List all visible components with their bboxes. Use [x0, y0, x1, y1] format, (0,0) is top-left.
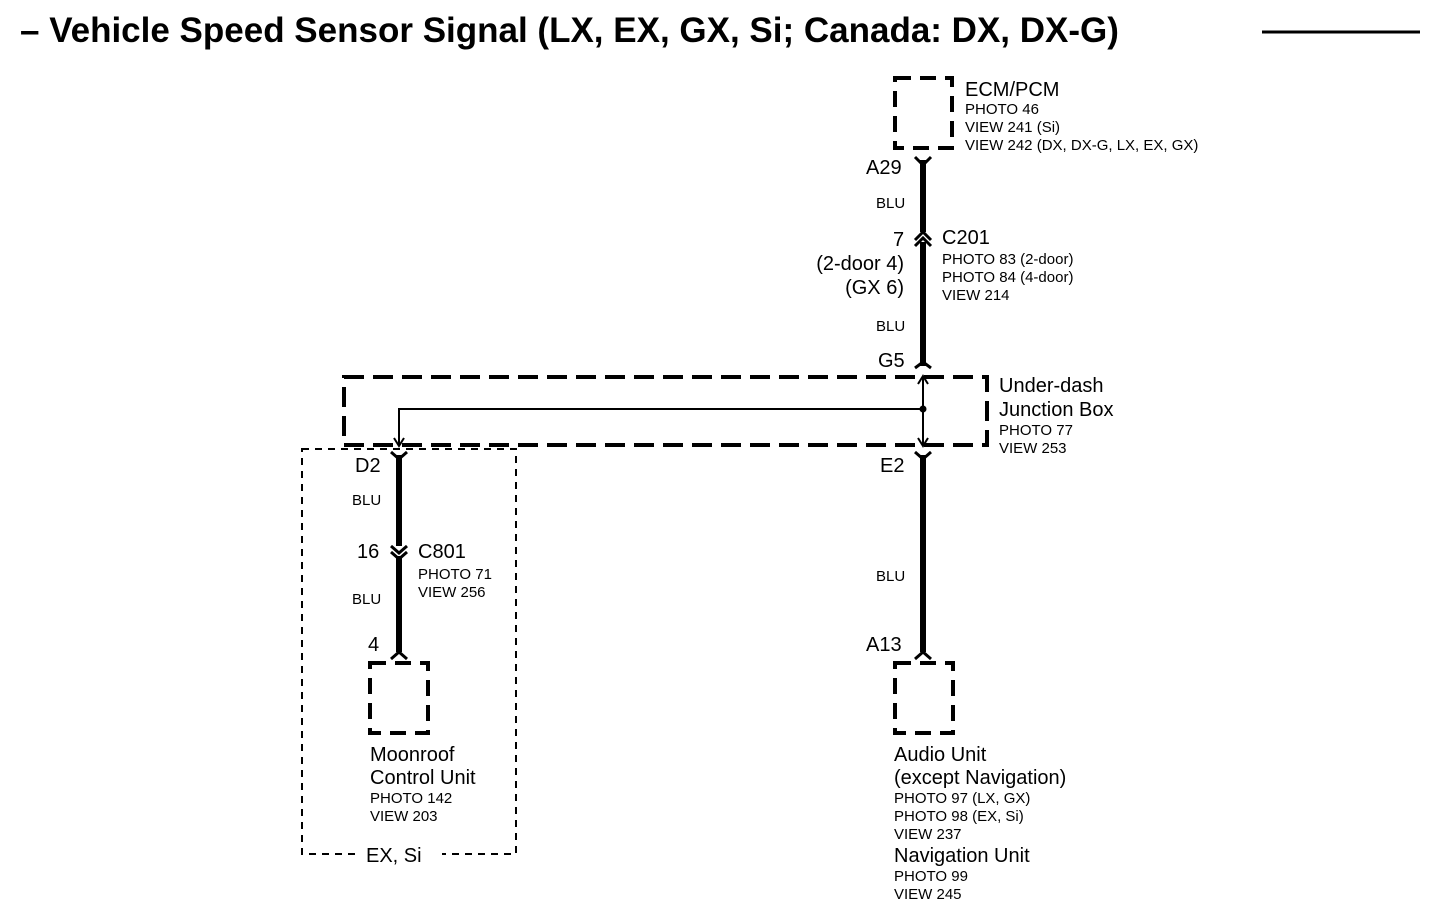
junction-box-label-1: Under-dash — [999, 375, 1104, 397]
junction-arrow-e2 — [917, 437, 929, 448]
junction-box-label-2: Junction Box — [999, 399, 1114, 421]
c201-view: VIEW 214 — [942, 287, 1010, 304]
wire-color-ecm-c201: BLU — [876, 195, 905, 212]
audio-photo-1: PHOTO 97 (LX, GX) — [894, 790, 1030, 807]
moonroof-view: VIEW 203 — [370, 808, 438, 825]
audio-unit-box — [893, 661, 955, 735]
c801-label: C801 — [418, 541, 466, 563]
moonroof-photo: PHOTO 142 — [370, 790, 452, 807]
wire-color-c801-moonroof: BLU — [352, 591, 381, 608]
moonroof-control-unit-box — [368, 661, 430, 735]
c201-pin: 7 — [893, 229, 904, 251]
audio-terminal — [914, 650, 932, 661]
junction-box-outline — [342, 375, 989, 447]
c201-photo-2: PHOTO 84 (4-door) — [942, 269, 1073, 286]
c801-view: VIEW 256 — [418, 584, 486, 601]
navigation-unit-label: Navigation Unit — [894, 845, 1030, 867]
wire-color-d2-c801: BLU — [352, 492, 381, 509]
c201-pin-2door: (2-door 4) — [816, 253, 904, 275]
audio-pin-a13: A13 — [866, 634, 902, 656]
junction-pin-d2: D2 — [355, 455, 381, 477]
junction-arrow-top — [917, 374, 929, 385]
audio-label-1: Audio Unit — [894, 744, 987, 766]
c201-pin-gx: (GX 6) — [845, 277, 904, 299]
wire-color-e2-audio: BLU — [876, 568, 905, 585]
c201-label: C201 — [942, 227, 990, 249]
junction-arrow-d2 — [393, 437, 405, 448]
c801-pin: 16 — [357, 541, 379, 563]
moonroof-label-1: Moonroof — [370, 744, 455, 766]
navigation-view: VIEW 245 — [894, 886, 962, 903]
ecm-pcm-label: ECM/PCM — [965, 79, 1059, 101]
g5-terminal — [914, 360, 932, 370]
junction-internal-branch — [398, 408, 923, 446]
c801-photo: PHOTO 71 — [418, 566, 492, 583]
audio-view: VIEW 237 — [894, 826, 962, 843]
ecm-pin-a29: A29 — [866, 157, 902, 179]
ecm-pcm-box — [893, 76, 954, 150]
option-label-ex-si: EX, Si — [366, 845, 422, 867]
navigation-photo: PHOTO 99 — [894, 868, 968, 885]
junction-pin-g5: G5 — [878, 350, 905, 372]
option-label-backing — [356, 840, 442, 868]
moonroof-terminal — [390, 650, 408, 661]
audio-label-2: (except Navigation) — [894, 767, 1066, 789]
ecm-view-1: VIEW 241 (Si) — [965, 119, 1060, 136]
ecm-photo: PHOTO 46 — [965, 101, 1039, 118]
audio-photo-2: PHOTO 98 (EX, Si) — [894, 808, 1024, 825]
junction-box-photo: PHOTO 77 — [999, 422, 1073, 439]
diagram-title: – Vehicle Speed Sensor Signal (LX, EX, G… — [20, 11, 1119, 50]
wire-color-c201-junction: BLU — [876, 318, 905, 335]
junction-box-view: VIEW 253 — [999, 440, 1067, 457]
option-box-ex-si — [301, 448, 517, 855]
moonroof-label-2: Control Unit — [370, 767, 476, 789]
c201-connector — [913, 229, 933, 248]
c201-photo-1: PHOTO 83 (2-door) — [942, 251, 1073, 268]
ecm-view-2: VIEW 242 (DX, DX-G, LX, EX, GX) — [965, 137, 1198, 154]
junction-pin-e2: E2 — [880, 455, 904, 477]
moonroof-pin: 4 — [368, 634, 379, 656]
